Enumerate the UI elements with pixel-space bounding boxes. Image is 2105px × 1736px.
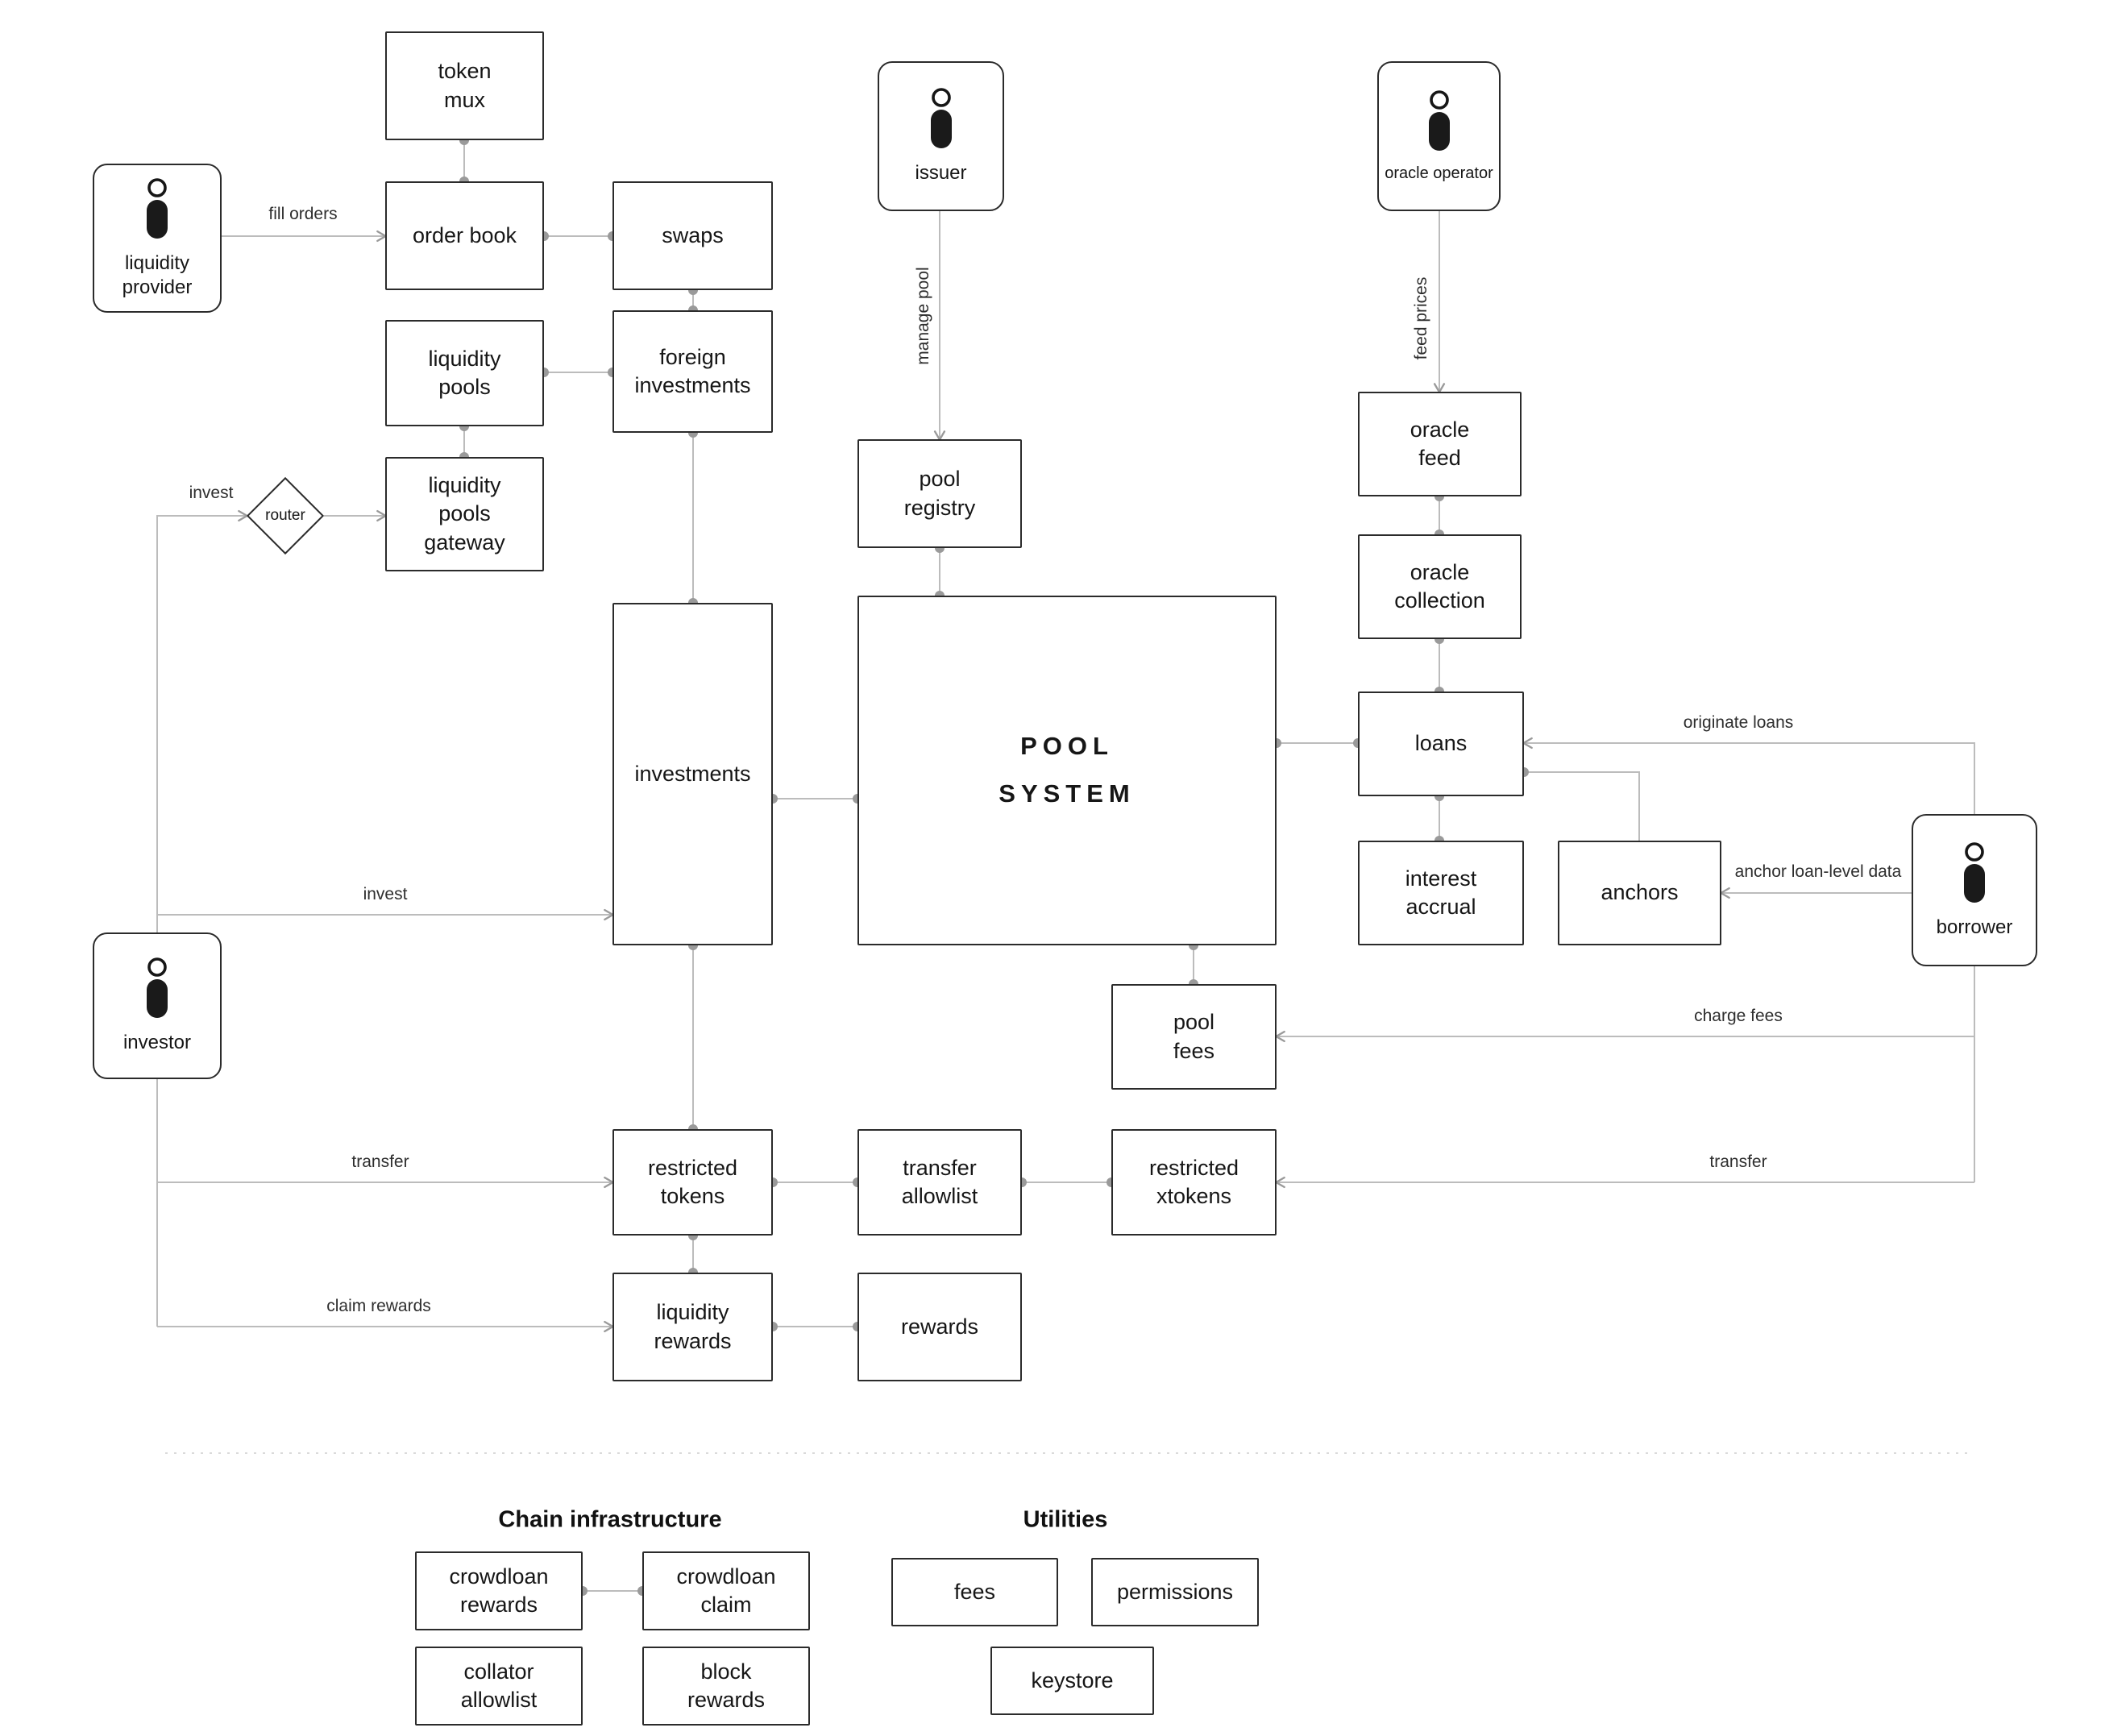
actor-issuer-label: issuer: [915, 162, 967, 184]
node-router-label: router: [265, 507, 305, 524]
edge-label-charge-fees: charge fees: [1694, 1007, 1783, 1025]
connector-lines: [156, 140, 1975, 1592]
node-liquidity-pools-gateway: liquidity pools gateway: [385, 457, 544, 571]
edge-label-invest-router: invest: [189, 484, 234, 502]
node-crowdloan-rewards: crowdloan rewards: [415, 1551, 583, 1630]
node-permissions: permissions: [1091, 1558, 1259, 1626]
edge-label-transfer-borrower: transfer: [1709, 1152, 1767, 1171]
edge-label-transfer-investor: transfer: [351, 1152, 409, 1171]
node-oracle-feed: oracle feed: [1358, 392, 1522, 496]
node-order-book: order book: [385, 181, 544, 290]
node-token-mux: token mux: [385, 31, 544, 140]
actor-issuer: issuer: [878, 61, 1004, 211]
node-liquidity-rewards: liquidity rewards: [612, 1273, 773, 1381]
utilities-heading: Utilities: [1023, 1506, 1108, 1533]
edge-label-anchor-loan-level-data: anchor loan-level data: [1734, 862, 1902, 881]
edge-label-feed-prices: feed prices: [1412, 276, 1430, 360]
node-restricted-tokens: restricted tokens: [612, 1129, 773, 1236]
node-anchors: anchors: [1558, 841, 1721, 945]
node-rewards: rewards: [857, 1273, 1022, 1381]
edge-investor-router: [156, 509, 248, 932]
edge-originate-loans: [1522, 737, 1975, 814]
person-icon: [930, 88, 952, 148]
node-pool-system: POOL SYSTEM: [857, 596, 1277, 945]
edge-label-originate-loans: originate loans: [1683, 713, 1794, 732]
person-icon: [1428, 89, 1450, 151]
node-pool-fees: pool fees: [1111, 984, 1277, 1090]
chain-infrastructure-heading: Chain infrastructure: [498, 1506, 722, 1533]
node-liquidity-pools: liquidity pools: [385, 320, 544, 426]
node-router: router: [246, 476, 325, 555]
actor-borrower: borrower: [1912, 814, 2037, 966]
actor-borrower-label: borrower: [1936, 916, 2013, 938]
node-fees: fees: [891, 1558, 1058, 1626]
edge-label-invest-investments: invest: [363, 885, 408, 903]
actor-liquidity-provider: liquidity provider: [93, 164, 222, 313]
actor-investor-label: investor: [122, 1032, 192, 1053]
edge-label-fill-orders: fill orders: [268, 205, 338, 223]
actor-oracle-operator-label: oracle operator: [1385, 164, 1493, 182]
person-icon: [1964, 841, 1985, 903]
node-swaps: swaps: [612, 181, 773, 290]
edge-loans-anchors: [1524, 771, 1640, 841]
actor-investor: investor: [93, 932, 222, 1079]
actor-liquidity-provider-label: liquidity provider: [122, 251, 193, 298]
person-icon: [147, 177, 168, 239]
node-oracle-collection: oracle collection: [1358, 534, 1522, 639]
node-transfer-allowlist: transfer allowlist: [857, 1129, 1022, 1236]
actor-oracle-operator: oracle operator: [1377, 61, 1501, 211]
node-keystore: keystore: [990, 1647, 1154, 1715]
edge-label-claim-rewards: claim rewards: [326, 1297, 431, 1315]
node-interest-accrual: interest accrual: [1358, 841, 1524, 945]
node-collator-allowlist: collator allowlist: [415, 1647, 583, 1726]
node-loans: loans: [1358, 691, 1524, 796]
node-investments: investments: [612, 603, 773, 945]
node-restricted-xtokens: restricted xtokens: [1111, 1129, 1277, 1236]
edge-label-manage-pool: manage pool: [914, 267, 932, 365]
node-crowdloan-claim: crowdloan claim: [642, 1551, 810, 1630]
node-pool-registry: pool registry: [857, 439, 1022, 548]
person-icon: [147, 957, 168, 1018]
node-foreign-investments: foreign investments: [612, 310, 773, 433]
node-block-rewards: block rewards: [642, 1647, 810, 1726]
